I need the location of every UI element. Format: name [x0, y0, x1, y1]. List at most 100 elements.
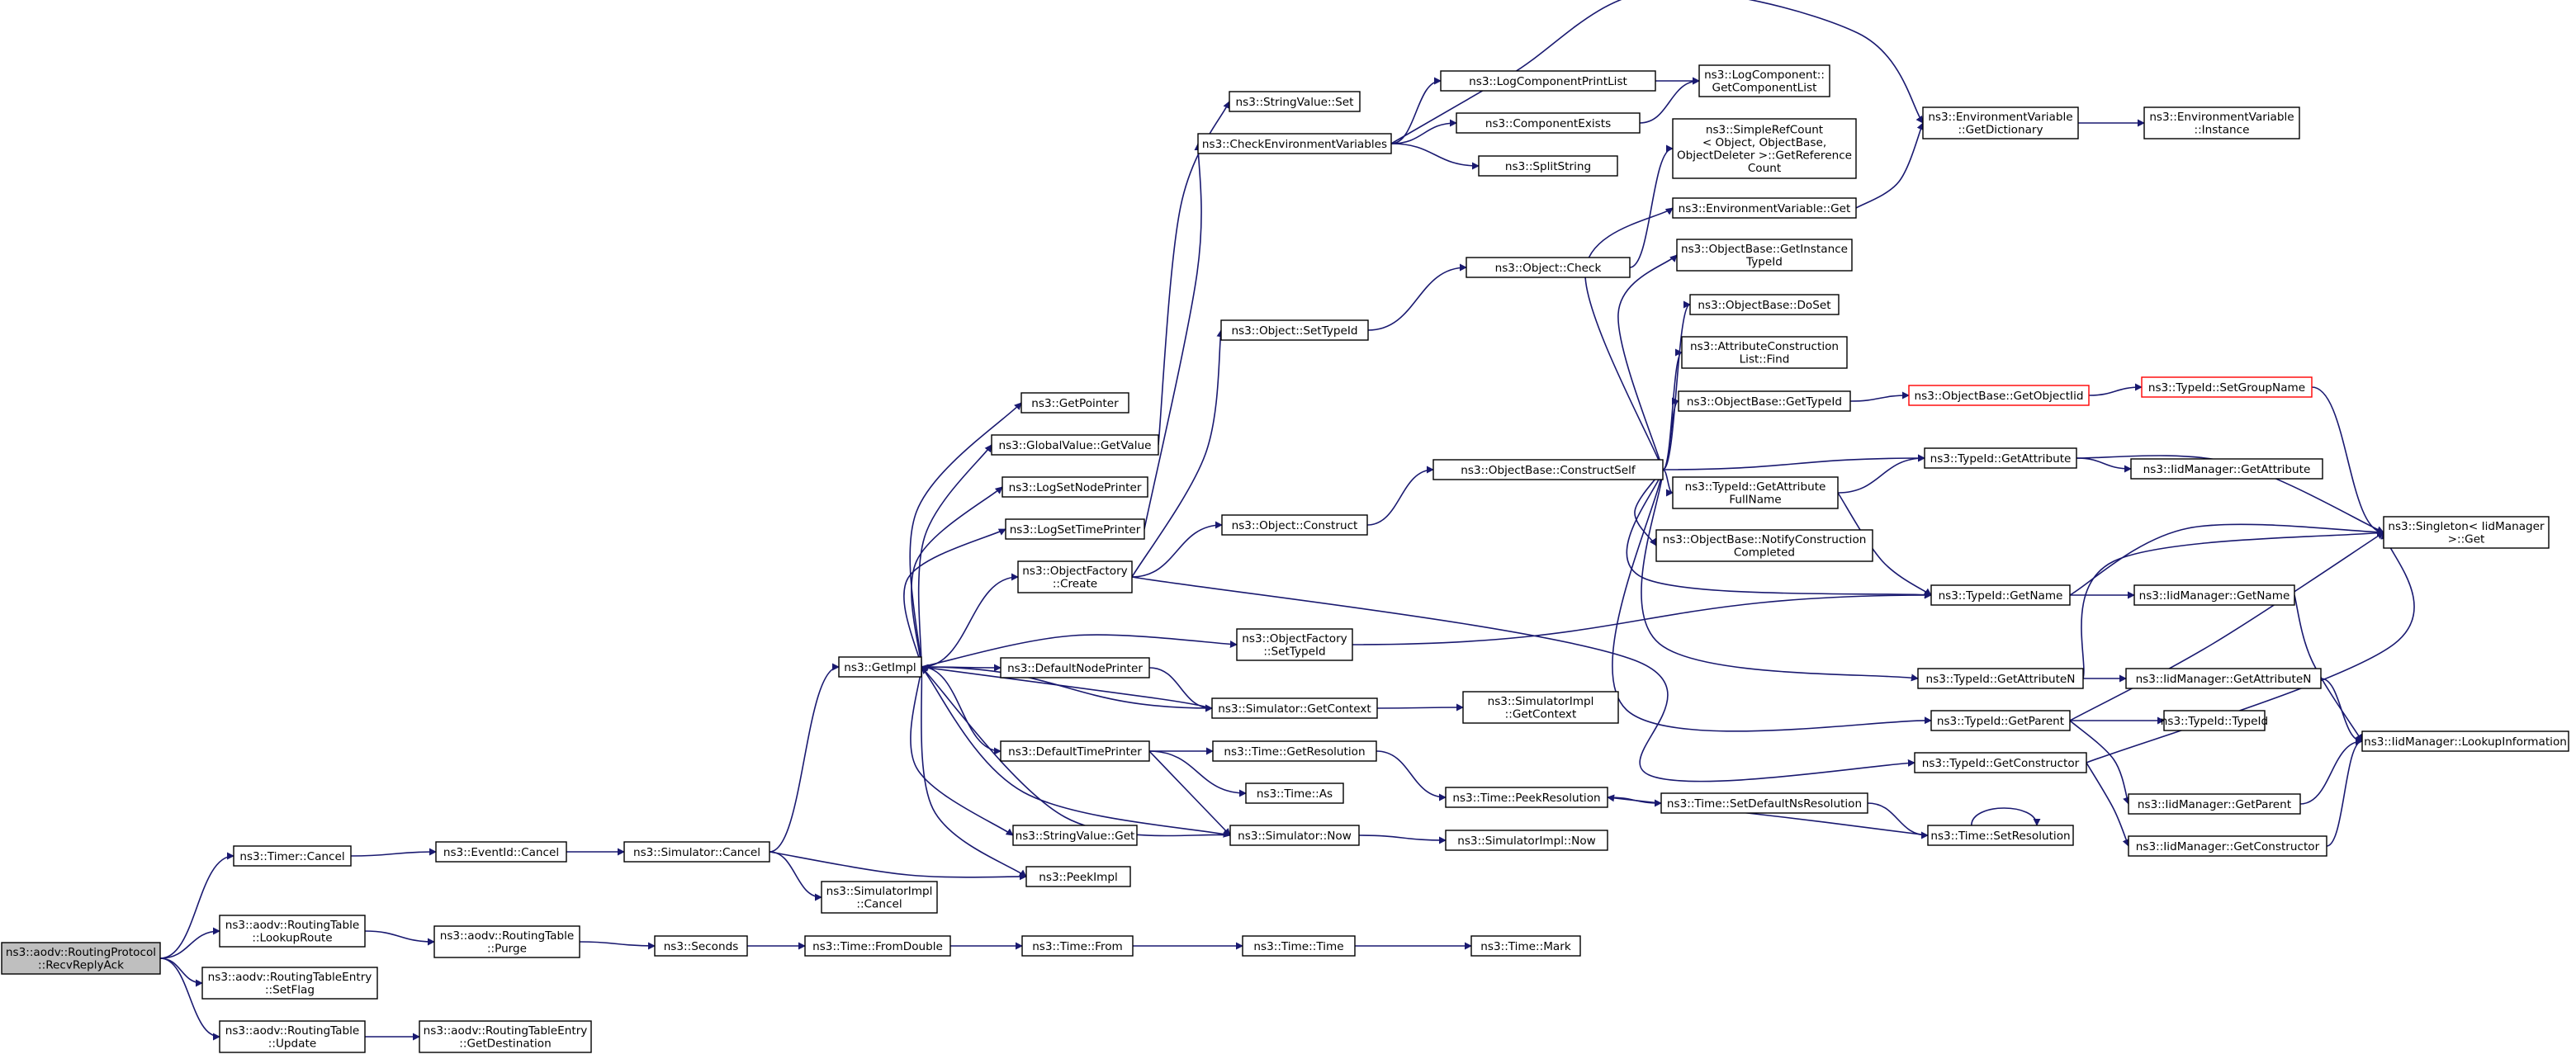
- node-sim-cancel[interactable]: ns3::Simulator::Cancel: [623, 841, 770, 863]
- node-env-var-get-dictionary[interactable]: ns3::EnvironmentVariable::GetDictionary: [1922, 106, 2079, 139]
- node-box: [1000, 740, 1150, 762]
- node-box: [2128, 835, 2327, 857]
- edge-purge-to-seconds: [579, 941, 656, 950]
- node-sim-impl-get-context[interactable]: ns3::SimulatorImpl::GetContext: [1462, 691, 1619, 724]
- node-label: ns3::Time::FromDouble: [812, 940, 943, 953]
- node-time-get-resolution[interactable]: ns3::Time::GetResolution: [1212, 740, 1377, 762]
- node-of-set-type-id[interactable]: ns3::ObjectFactory::SetTypeId: [1236, 628, 1353, 661]
- node-split-string[interactable]: ns3::SplitString: [1478, 155, 1618, 177]
- node-simple-ref-count[interactable]: ns3::SimpleRefCount< Object, ObjectBase,…: [1672, 118, 1857, 179]
- node-get-impl[interactable]: ns3::GetImpl: [838, 656, 922, 678]
- node-component-exists[interactable]: ns3::ComponentExists: [1456, 112, 1641, 134]
- node-lookup-route[interactable]: ns3::aodv::RoutingTable::LookupRoute: [219, 915, 366, 948]
- node-seconds[interactable]: ns3::Seconds: [654, 935, 748, 957]
- node-tid-type-id[interactable]: ns3::TypeId::TypeId: [2161, 710, 2268, 731]
- node-string-value-set[interactable]: ns3::StringValue::Set: [1229, 91, 1361, 112]
- node-get-destination[interactable]: ns3::aodv::RoutingTableEntry::GetDestina…: [419, 1020, 592, 1053]
- node-box: [623, 841, 770, 863]
- node-peek-impl[interactable]: ns3::PeekImpl: [1025, 866, 1131, 887]
- edge-root-to-timer-cancel: [159, 852, 234, 959]
- node-box: [1908, 385, 2090, 406]
- node-obj-check[interactable]: ns3::Object::Check: [1466, 257, 1631, 278]
- node-iid-lookup-information[interactable]: ns3::IidManager::LookupInformation: [2361, 730, 2569, 752]
- node-label: ns3::SimulatorImpl: [1488, 695, 1594, 708]
- node-obj-construct[interactable]: ns3::Object::Construct: [1221, 514, 1368, 536]
- node-event-id-cancel[interactable]: ns3::EventId::Cancel: [435, 841, 567, 863]
- node-get-pointer[interactable]: ns3::GetPointer: [1020, 392, 1129, 414]
- node-tid-get-attribute-n[interactable]: ns3::TypeId::GetAttributeN: [1917, 668, 2084, 689]
- node-time-mark[interactable]: ns3::Time::Mark: [1470, 935, 1581, 957]
- node-label: ns3::LogComponent::: [1704, 69, 1825, 82]
- node-time-time[interactable]: ns3::Time::Time: [1242, 935, 1356, 957]
- node-label: ::GetDictionary: [1958, 124, 2043, 137]
- node-label: ns3::Timer::Cancel: [239, 850, 344, 863]
- node-tid-get-parent[interactable]: ns3::TypeId::GetParent: [1930, 710, 2071, 731]
- node-ob-get-object-iid[interactable]: ns3::ObjectBase::GetObjectIid: [1908, 385, 2090, 406]
- node-label: ::SetFlag: [265, 984, 315, 997]
- node-string-value-get[interactable]: ns3::StringValue::Get: [1012, 825, 1138, 846]
- node-default-node-printer[interactable]: ns3::DefaultNodePrinter: [1000, 657, 1150, 678]
- node-env-var-instance[interactable]: ns3::EnvironmentVariable::Instance: [2143, 106, 2300, 139]
- node-iid-get-attribute-n[interactable]: ns3::IidManager::GetAttributeN: [2125, 668, 2322, 689]
- node-ob-get-type-id[interactable]: ns3::ObjectBase::GetTypeId: [1678, 390, 1851, 412]
- edge-time-set-resolution-to-time-set-resolution: [1971, 807, 2041, 826]
- node-sim-impl-now[interactable]: ns3::SimulatorImpl::Now: [1445, 830, 1608, 851]
- edge-root-to-set-flag: [159, 957, 203, 987]
- node-gv-get-value[interactable]: ns3::GlobalValue::GetValue: [991, 434, 1159, 456]
- node-of-create[interactable]: ns3::ObjectFactory::Create: [1017, 560, 1133, 593]
- node-time-from[interactable]: ns3::Time::From: [1021, 935, 1134, 957]
- node-box: [1655, 529, 1873, 562]
- node-box: [1466, 257, 1631, 278]
- node-tid-set-group-name[interactable]: ns3::TypeId::SetGroupName: [2141, 376, 2313, 398]
- node-label: ns3::AttributeConstruction: [1690, 340, 1839, 353]
- node-label: ns3::ObjectFactory: [1242, 632, 1347, 645]
- node-log-set-time-printer[interactable]: ns3::LogSetTimePrinter: [1005, 518, 1145, 540]
- node-log-set-node-printer[interactable]: ns3::LogSetNodePrinter: [1002, 476, 1148, 498]
- node-iid-get-constructor[interactable]: ns3::IidManager::GetConstructor: [2128, 835, 2327, 857]
- node-box: [1229, 91, 1361, 112]
- node-tid-get-constructor[interactable]: ns3::TypeId::GetConstructor: [1914, 752, 2087, 773]
- node-time-set-resolution[interactable]: ns3::Time::SetResolution: [1927, 825, 2074, 846]
- node-time-peek-resolution[interactable]: ns3::Time::PeekResolution: [1445, 787, 1608, 808]
- edge-tid-get-attribute-n-to-singleton-get: [2081, 529, 2384, 679]
- node-iid-get-attribute[interactable]: ns3::IidManager::GetAttribute: [2130, 458, 2323, 480]
- node-sim-impl-cancel[interactable]: ns3::SimulatorImpl::Cancel: [821, 881, 938, 914]
- node-ob-do-set[interactable]: ns3::ObjectBase::DoSet: [1689, 294, 1840, 315]
- node-tid-get-attribute[interactable]: ns3::TypeId::GetAttribute: [1924, 447, 2077, 469]
- node-singleton-get[interactable]: ns3::Singleton< IidManager>::Get: [2383, 516, 2550, 549]
- edge-tid-get-attribute-full-name-to-tid-get-name: [1837, 492, 1932, 596]
- node-iid-get-name[interactable]: ns3::IidManager::GetName: [2133, 584, 2295, 606]
- node-check-env[interactable]: ns3::CheckEnvironmentVariables: [1197, 133, 1392, 154]
- edge-env-var-get-to-env-var-get-dictionary: [1855, 122, 1925, 209]
- edge-get-impl-to-string-value-get: [910, 666, 1014, 836]
- node-ob-notify-construction-completed[interactable]: ns3::ObjectBase::NotifyConstructionCompl…: [1655, 529, 1873, 562]
- node-label: ns3::TypeId::TypeId: [2161, 715, 2268, 728]
- node-purge[interactable]: ns3::aodv::RoutingTable::Purge: [433, 925, 580, 958]
- edge-ob-get-object-iid-to-tid-set-group-name: [2088, 383, 2143, 396]
- node-ob-construct-self[interactable]: ns3::ObjectBase::ConstructSelf: [1432, 459, 1664, 480]
- node-set-flag[interactable]: ns3::aodv::RoutingTableEntry::SetFlag: [201, 967, 378, 1000]
- node-update[interactable]: ns3::aodv::RoutingTable::Update: [219, 1020, 366, 1053]
- node-box: [1470, 935, 1581, 957]
- node-time-as[interactable]: ns3::Time::As: [1245, 782, 1344, 804]
- node-env-var-get[interactable]: ns3::EnvironmentVariable::Get: [1672, 197, 1857, 219]
- node-tid-get-name[interactable]: ns3::TypeId::GetName: [1930, 584, 2071, 606]
- node-lc-get-component-list[interactable]: ns3::LogComponent::GetComponentList: [1698, 64, 1830, 97]
- node-from-double[interactable]: ns3::Time::FromDouble: [804, 935, 951, 957]
- node-iid-get-parent[interactable]: ns3::IidManager::GetParent: [2128, 793, 2301, 815]
- node-obj-set-type-id[interactable]: ns3::Object::SetTypeId: [1220, 319, 1369, 341]
- node-time-set-default-ns-resolution[interactable]: ns3::Time::SetDefaultNsResolution: [1660, 792, 1868, 814]
- edge-check-env-to-env-var-get-dictionary: [1390, 0, 1924, 144]
- node-log-component-print-list[interactable]: ns3::LogComponentPrintList: [1440, 70, 1656, 92]
- node-timer-cancel[interactable]: ns3::Timer::Cancel: [233, 845, 352, 867]
- node-sim-get-context[interactable]: ns3::Simulator::GetContext: [1211, 697, 1378, 719]
- node-root[interactable]: ns3::aodv::RoutingProtocol::RecvReplyAck: [1, 942, 161, 975]
- node-box: [1456, 112, 1641, 134]
- node-sim-now[interactable]: ns3::Simulator::Now: [1229, 825, 1360, 846]
- node-default-time-printer[interactable]: ns3::DefaultTimePrinter: [1000, 740, 1150, 762]
- node-box: [804, 935, 951, 957]
